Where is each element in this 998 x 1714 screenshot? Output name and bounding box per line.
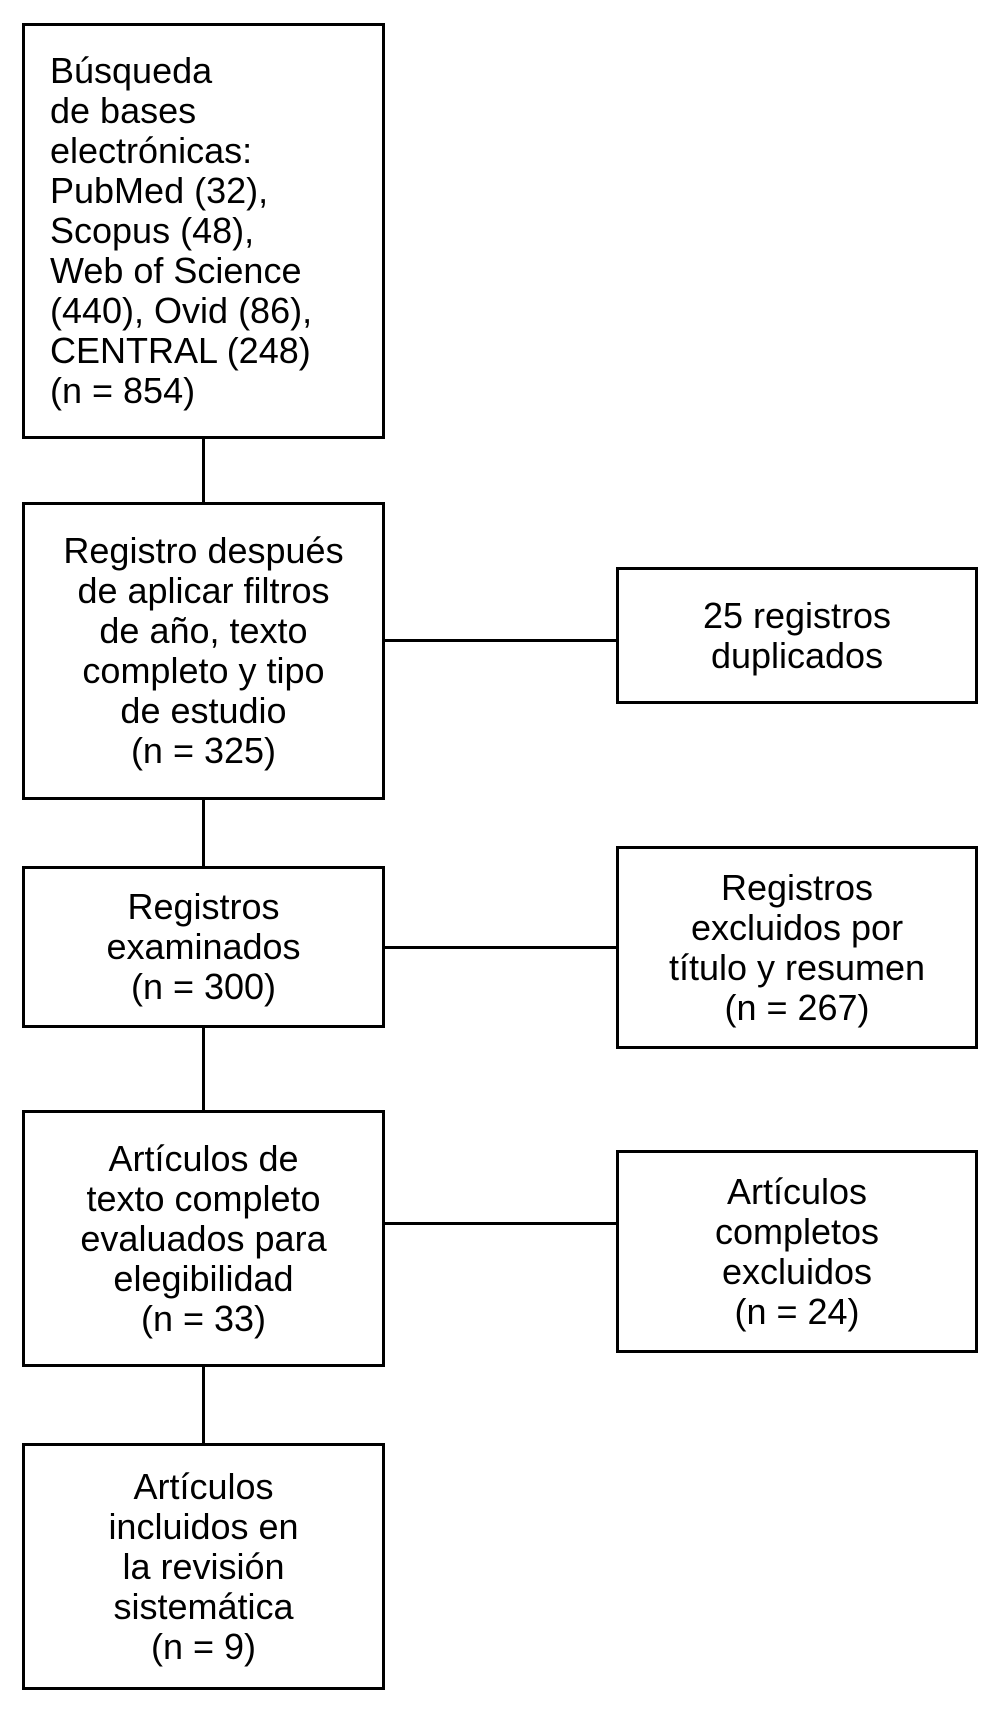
flow-box-fulltext-assessed-text: Artículos de texto completo evaluados pa… xyxy=(80,1137,327,1339)
flow-box-included-studies: Artículos incluidos en la revisión siste… xyxy=(22,1443,385,1690)
connector-fulltext-to-excluded xyxy=(385,1222,616,1225)
flow-box-fulltext-assessed: Artículos de texto completo evaluados pa… xyxy=(22,1110,385,1367)
flow-box-after-filters-text: Registro después de aplicar filtros de a… xyxy=(63,530,344,771)
connector-search-to-filters xyxy=(202,439,205,502)
flow-box-included-studies-text: Artículos incluidos en la revisión siste… xyxy=(108,1465,299,1667)
flow-box-records-screened-text: Registros examinados (n = 300) xyxy=(106,886,301,1007)
flow-box-records-screened: Registros examinados (n = 300) xyxy=(22,866,385,1028)
flow-box-database-search: Búsqueda de bases electrónicas: PubMed (… xyxy=(22,23,385,439)
connector-screened-to-excluded xyxy=(385,946,616,949)
flow-box-database-search-text: Búsqueda de bases electrónicas: PubMed (… xyxy=(50,50,313,411)
flow-box-excluded-fulltext: Artículos completos excluidos (n = 24) xyxy=(616,1150,978,1353)
connector-screened-to-fulltext xyxy=(202,1028,205,1110)
connector-fulltext-to-included xyxy=(202,1367,205,1443)
flow-box-after-filters: Registro después de aplicar filtros de a… xyxy=(22,502,385,800)
connector-filters-to-screened xyxy=(202,800,205,866)
flow-box-excluded-title-abstract-text: Registros excluidos por título y resumen… xyxy=(668,866,926,1028)
flow-box-duplicates-removed: 25 registros duplicados xyxy=(616,567,978,704)
flow-box-excluded-fulltext-text: Artículos completos excluidos (n = 24) xyxy=(714,1170,880,1332)
flow-box-excluded-title-abstract: Registros excluidos por título y resumen… xyxy=(616,846,978,1049)
connector-filters-to-duplicates xyxy=(385,639,616,642)
flow-box-duplicates-removed-text: 25 registros duplicados xyxy=(702,594,892,676)
